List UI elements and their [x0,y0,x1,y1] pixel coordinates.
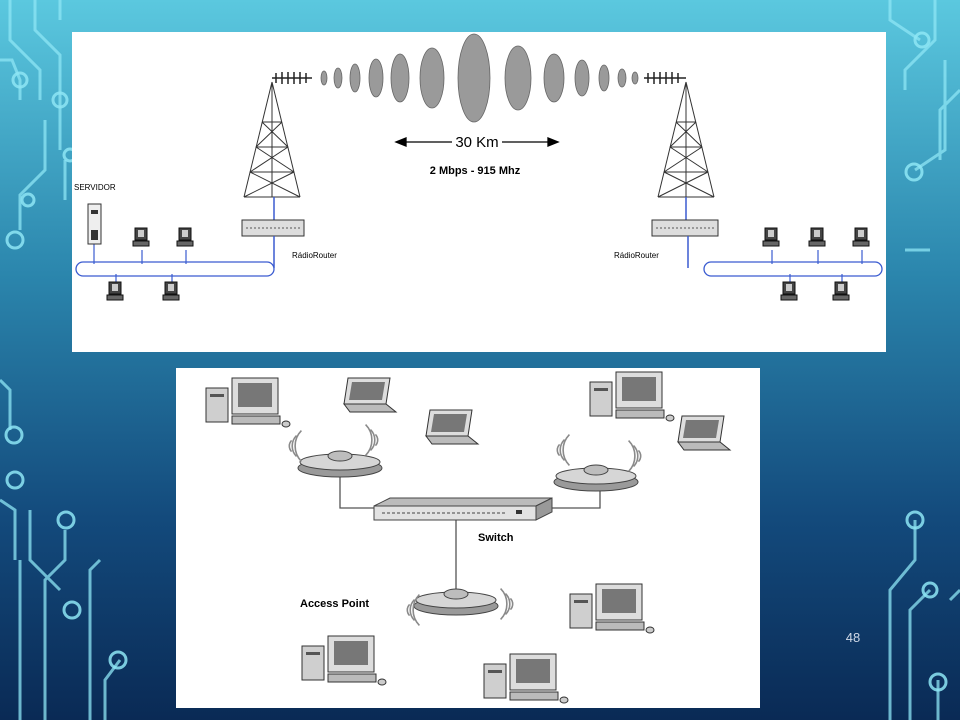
desktop-computer-icon [589,371,675,422]
left-antenna-dipoles [272,72,312,84]
laptop-computer-icon [677,415,732,451]
server-icon [87,203,102,245]
wave-arc [294,430,302,462]
wireless-lan-diagram-canvas: Switch Access Point [205,371,732,704]
wave-arc [562,434,570,466]
right-antenna-dipoles [644,72,686,84]
access-point-label: Access Point [300,598,369,610]
radio-link-diagram-canvas: 30 Km 2 Mbps - 915 Mhz [74,33,883,301]
workstation-icon [132,227,150,247]
laptop-computer-icon [343,377,398,413]
switch-icon [373,497,553,521]
wave-arc [556,443,561,457]
left-radio-tower-icon [243,81,301,198]
right-lan-bus [703,261,883,277]
right-radio-router-icon [651,197,719,268]
radio-link-diagram: 30 Km 2 Mbps - 915 Mhz [72,32,886,352]
wireless-lan-diagram: Switch Access Point [176,368,760,708]
server-label: SERVIDOR [74,183,116,192]
access-point-icon [413,588,499,616]
page-number: 48 [845,630,861,645]
workstation-icon [162,281,180,301]
radio-wave-signal [320,33,639,123]
switch-label: Switch [478,532,514,544]
workstation-icon [106,281,124,301]
right-radio-tower-icon [657,81,715,198]
wave-arc [369,428,376,452]
right-router-label: RádioRouter [614,251,659,260]
link-spec-label: 2 Mbps - 915 Mhz [430,165,521,177]
wave-arc [288,439,293,453]
workstation-icon [780,281,798,301]
access-point-group [297,450,639,616]
wave-arc [500,588,508,620]
workstation-icon [762,227,780,247]
desktop-computer-icon [483,653,569,704]
distance-label: 30 Km [455,134,498,151]
wave-arc [559,438,566,462]
desktop-computer-icon [569,583,655,634]
wave-arc [409,598,416,622]
wave-arc [509,597,514,611]
access-point-icon [553,464,639,492]
left-router-label: RádioRouter [292,251,337,260]
workstation-icon [852,227,870,247]
wireless-signal-waves [288,424,642,626]
workstation-icon [808,227,826,247]
computer-group [205,371,732,704]
left-lan-bus [75,261,275,277]
distance-arrow [394,137,560,147]
workstation-icon [832,281,850,301]
desktop-computer-icon [205,377,291,428]
workstation-group [106,227,870,301]
left-lan-drops [93,242,187,286]
wave-arc [628,440,636,472]
wave-arc [504,592,511,616]
wave-arc [637,449,642,463]
wave-arc [374,433,379,447]
wave-arc [291,434,298,458]
access-point-icon [297,450,383,478]
wave-arc [365,424,373,456]
laptop-computer-icon [425,409,480,445]
wave-arc [406,603,411,617]
left-radio-router-icon [241,197,305,268]
wave-arc [632,444,639,468]
workstation-icon [176,227,194,247]
desktop-computer-icon [301,635,387,686]
wave-arc [412,594,420,626]
network-cables [339,470,601,596]
